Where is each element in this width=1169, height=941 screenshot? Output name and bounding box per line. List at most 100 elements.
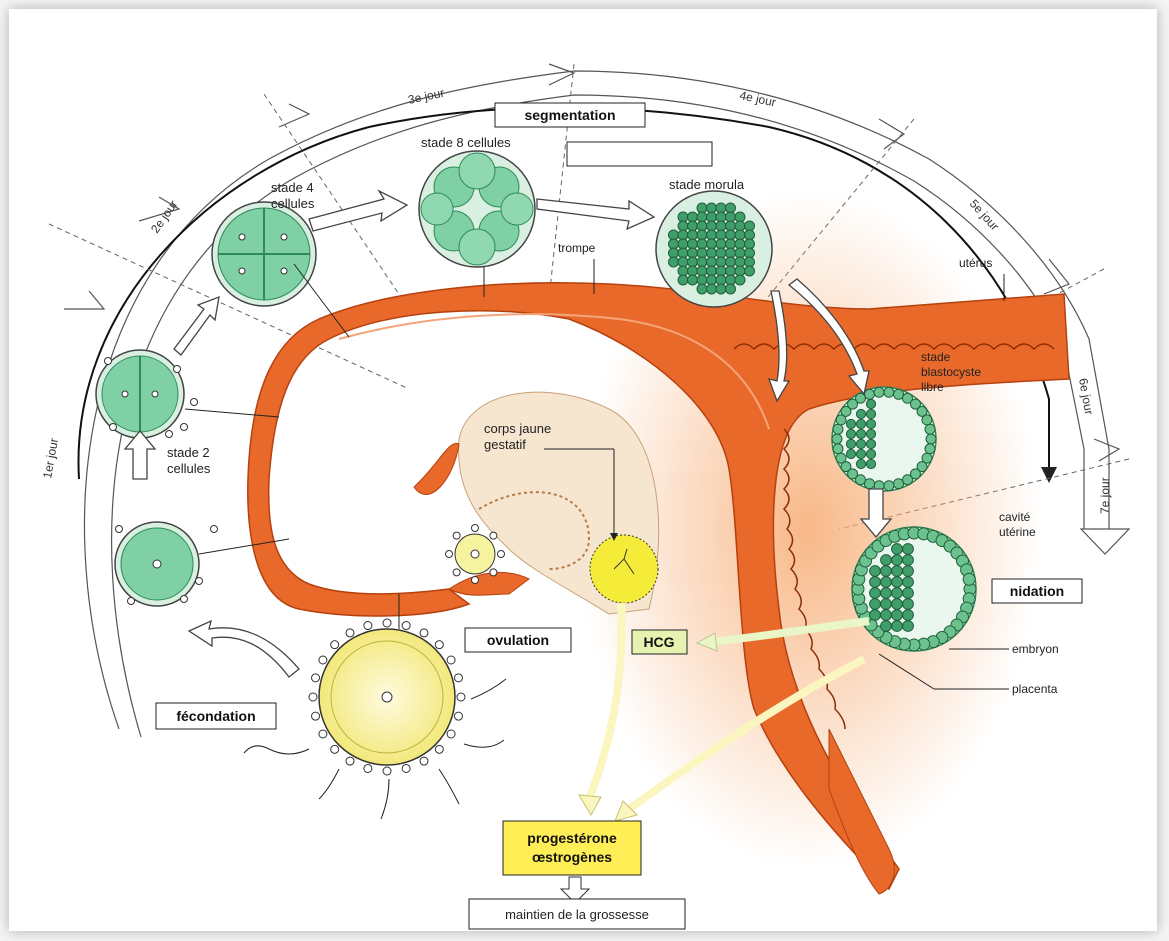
cell-dot bbox=[402, 622, 410, 630]
cell-dot bbox=[892, 555, 903, 566]
cell-dot bbox=[472, 577, 479, 584]
cell-dot bbox=[870, 599, 881, 610]
cell-dot bbox=[903, 544, 914, 555]
day-1-label: 1er jour bbox=[40, 437, 61, 480]
cell-dot bbox=[884, 481, 894, 491]
cell-dot bbox=[866, 409, 875, 418]
cell-dot bbox=[922, 415, 932, 425]
cell-dot bbox=[105, 358, 112, 365]
day-3-label: 3e jour bbox=[407, 86, 446, 107]
cell-dot bbox=[846, 449, 855, 458]
cell-dot bbox=[383, 619, 391, 627]
cell-dot bbox=[903, 566, 914, 577]
cell-dot bbox=[435, 641, 443, 649]
box-ovulation: ovulation bbox=[465, 628, 571, 652]
cell-dot bbox=[128, 598, 135, 605]
day-7-label: 7e jour bbox=[1098, 477, 1112, 514]
box-segmentation: segmentation bbox=[495, 103, 645, 127]
cell-dot bbox=[211, 526, 218, 533]
cell-dot bbox=[110, 424, 117, 431]
sperm-tail bbox=[471, 679, 506, 699]
cell-dot bbox=[881, 555, 892, 566]
cell-dot bbox=[678, 275, 688, 285]
sperm-tail bbox=[244, 746, 309, 754]
cell-dot bbox=[707, 284, 717, 294]
cell-dot bbox=[856, 409, 865, 418]
cell-dot bbox=[319, 656, 327, 664]
cell-dot bbox=[866, 429, 875, 438]
cell-dot bbox=[116, 526, 123, 533]
diagram-card: 1er jour 2e jour 3e jour 4e jour 5e jour… bbox=[9, 9, 1157, 931]
box-maintien: maintien de la grossesse bbox=[469, 899, 685, 929]
cell-dot bbox=[856, 439, 865, 448]
label-uterine-cavity-line2: utérine bbox=[999, 525, 1036, 539]
cell-dot bbox=[420, 757, 428, 765]
cell-fertilised-egg bbox=[115, 522, 199, 606]
cell-dot bbox=[881, 577, 892, 588]
label-morula: stade morula bbox=[669, 177, 745, 192]
cell-dot bbox=[420, 629, 428, 637]
cell-dot bbox=[892, 544, 903, 555]
cell-dot bbox=[881, 588, 892, 599]
cell-dot bbox=[457, 693, 465, 701]
cell-dot bbox=[866, 459, 875, 468]
label-corpus-luteum-line2: gestatif bbox=[484, 437, 526, 452]
cell-dot bbox=[881, 621, 892, 632]
cell-dot bbox=[864, 389, 874, 399]
cell-dot bbox=[870, 566, 881, 577]
cell-dot bbox=[870, 588, 881, 599]
cell-dot bbox=[364, 764, 372, 772]
cell-dot bbox=[892, 577, 903, 588]
cell-dot bbox=[726, 284, 736, 294]
cell-dot bbox=[892, 566, 903, 577]
cell-dot bbox=[903, 599, 914, 610]
cell-dot bbox=[846, 439, 855, 448]
label-blastocyst-line1: stade bbox=[921, 350, 951, 364]
box-segmentation-label: segmentation bbox=[524, 107, 615, 123]
label-stage-4-line2: cellules bbox=[271, 196, 315, 211]
day-4-label: 4e jour bbox=[738, 88, 777, 109]
label-blastocyst-line3: libre bbox=[921, 380, 944, 394]
cell-dot bbox=[856, 449, 865, 458]
cell-embryo bbox=[852, 527, 976, 651]
cell-dot bbox=[688, 275, 698, 285]
cell-dot bbox=[181, 424, 188, 431]
label-trompe: trompe bbox=[558, 241, 596, 255]
cell-stage-4 bbox=[212, 202, 316, 306]
cell-dot bbox=[903, 610, 914, 621]
cell-dot bbox=[892, 588, 903, 599]
box-hormones: progestérone œstrogènes bbox=[503, 821, 641, 875]
sperm-tail bbox=[439, 769, 459, 804]
label-corpus-luteum-line1: corps jaune bbox=[484, 421, 551, 436]
cell-dot bbox=[383, 767, 391, 775]
cell-dot bbox=[870, 577, 881, 588]
sperm-tail bbox=[464, 740, 504, 747]
box-nidation-label: nidation bbox=[1010, 583, 1064, 599]
label-stage-8: stade 8 cellules bbox=[421, 135, 511, 150]
cell-dot bbox=[745, 266, 755, 276]
sperm-tail bbox=[319, 769, 339, 799]
box-hcg-label: HCG bbox=[643, 634, 674, 650]
cell-dot bbox=[925, 444, 935, 454]
cell-dot bbox=[402, 764, 410, 772]
cell-blastocyst bbox=[832, 387, 936, 491]
cell-dot bbox=[881, 610, 892, 621]
cell-dot bbox=[447, 656, 455, 664]
label-uterus: utérus bbox=[959, 256, 992, 270]
cell-dot bbox=[870, 610, 881, 621]
label-uterine-cavity-line1: cavité bbox=[999, 510, 1031, 524]
cell-dot bbox=[833, 424, 843, 434]
cell-dot bbox=[364, 622, 372, 630]
cell-dot bbox=[191, 399, 198, 406]
box-nidation: nidation bbox=[992, 579, 1082, 603]
box-hormones-line1: progestérone bbox=[527, 830, 617, 846]
sperm-tail bbox=[381, 779, 389, 819]
cell-dot bbox=[716, 284, 726, 294]
cell-dot bbox=[490, 569, 497, 576]
cell-dot bbox=[490, 532, 497, 539]
cell-dot bbox=[174, 366, 181, 373]
cell-dot bbox=[836, 453, 846, 463]
box-blank bbox=[567, 142, 712, 166]
cell-dot bbox=[894, 479, 904, 489]
